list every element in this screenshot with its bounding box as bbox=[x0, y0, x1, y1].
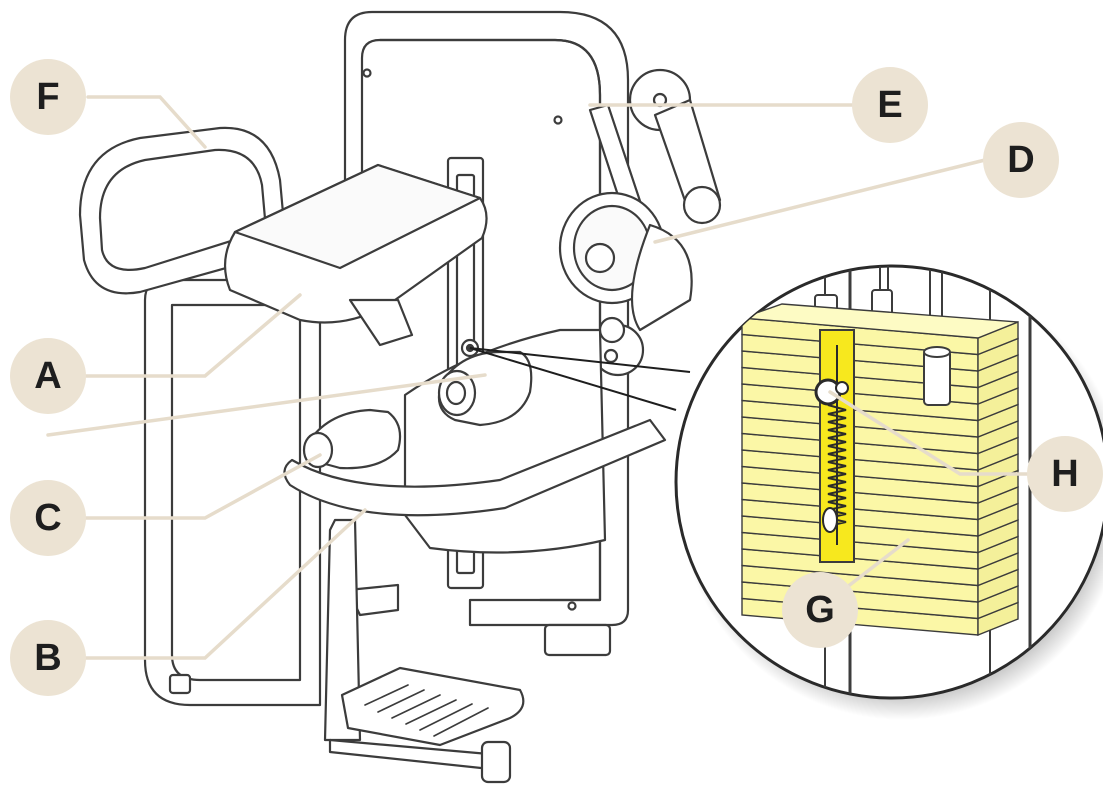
frame-bolt bbox=[553, 115, 563, 125]
weight-stack-top bbox=[741, 303, 1019, 339]
foot-plate bbox=[340, 666, 525, 747]
frame-bolt bbox=[362, 68, 372, 78]
handlebar-inner bbox=[98, 148, 268, 271]
leader-A bbox=[76, 293, 302, 378]
frame-left-inner bbox=[170, 303, 302, 682]
leader-C-link bbox=[46, 373, 487, 437]
cam-housing bbox=[630, 223, 693, 332]
seat-pad-top bbox=[233, 163, 482, 270]
base-foot bbox=[480, 740, 512, 784]
callout-C[interactable]: C bbox=[10, 480, 86, 556]
callout-E[interactable]: E bbox=[852, 67, 928, 143]
leader-G bbox=[836, 538, 910, 596]
callout-D-label: D bbox=[1007, 138, 1035, 181]
movement-arm bbox=[283, 418, 667, 517]
stack-top-rod bbox=[923, 349, 951, 406]
callout-F[interactable]: F bbox=[10, 59, 86, 135]
callout-leaders bbox=[46, 95, 1033, 660]
frame-inner-panel bbox=[378, 38, 602, 602]
arm-end bbox=[682, 185, 722, 225]
seat-pad-support bbox=[348, 298, 414, 347]
callout-A[interactable]: A bbox=[10, 338, 86, 414]
leader-H bbox=[828, 390, 1033, 476]
leader-C bbox=[76, 453, 322, 520]
leader-F bbox=[86, 95, 207, 149]
weight-stack bbox=[741, 303, 1019, 637]
inset-detail bbox=[674, 264, 1103, 720]
frame-bolt bbox=[567, 601, 577, 611]
base-bar bbox=[328, 738, 502, 772]
callout-H[interactable]: H bbox=[1027, 436, 1103, 512]
left-foot bbox=[168, 673, 192, 695]
callout-F-label: F bbox=[36, 75, 60, 118]
callout-B[interactable]: B bbox=[10, 620, 86, 696]
spring-coil bbox=[827, 404, 847, 527]
leader-B bbox=[76, 508, 367, 660]
callout-A-label: A bbox=[34, 354, 62, 397]
leader-D bbox=[653, 158, 987, 244]
callout-G-label: G bbox=[805, 588, 835, 631]
callout-D[interactable]: D bbox=[983, 122, 1059, 198]
machine-body bbox=[78, 10, 722, 784]
lower-pulley bbox=[598, 316, 626, 344]
rear-foot bbox=[543, 623, 612, 657]
callout-B-label: B bbox=[34, 636, 62, 679]
callout-C-label: C bbox=[34, 496, 62, 539]
callout-H-label: H bbox=[1051, 452, 1079, 495]
zoom-pointer bbox=[469, 347, 691, 411]
callout-G[interactable]: G bbox=[782, 572, 858, 648]
callout-E-label: E bbox=[877, 83, 903, 126]
